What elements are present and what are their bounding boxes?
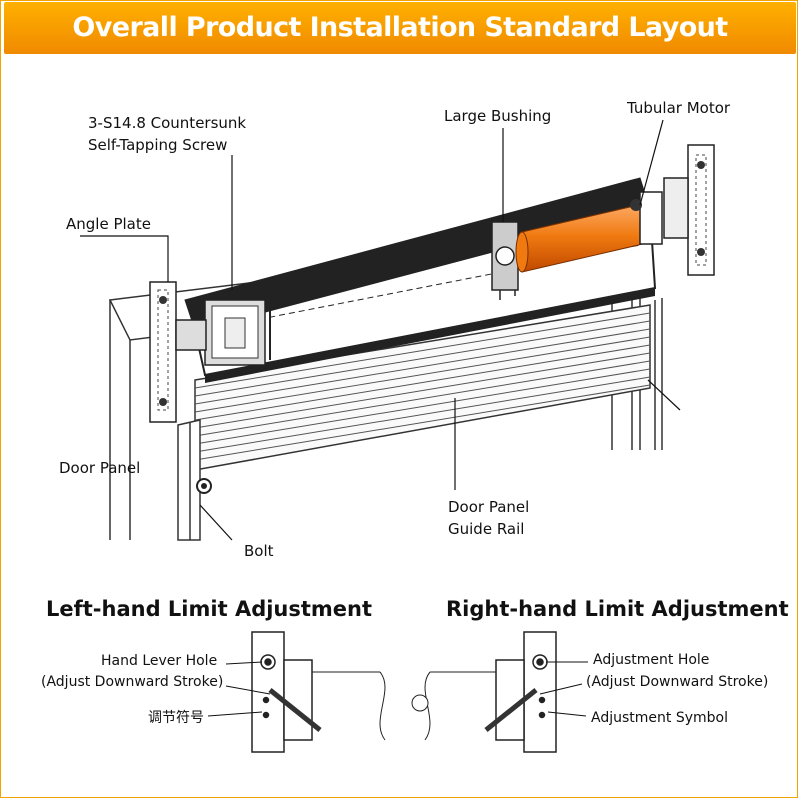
right-symbol-label: Adjustment Symbol [591, 710, 728, 726]
right-hole-line2: (Adjust Downward Stroke) [586, 674, 768, 690]
right-hole-line1: Adjustment Hole [593, 652, 709, 668]
guide-rail-right [654, 298, 663, 450]
left-limit-drawing [251, 631, 386, 753]
bolt [196, 478, 212, 494]
left-hole-line2: (Adjust Downward Stroke) [41, 674, 223, 690]
angle-plate-right [663, 144, 715, 276]
leader-lines [80, 119, 681, 541]
door-panel [194, 304, 651, 471]
label-large-bushing: Large Bushing [444, 107, 551, 125]
left-limit-heading: Left-hand Limit Adjustment [46, 597, 372, 621]
label-screw-line2: Self-Tapping Screw [88, 136, 227, 154]
tubular-motor [515, 191, 683, 273]
right-limit-leaders [539, 661, 588, 717]
label-bolt: Bolt [244, 542, 274, 560]
label-guide-rail-line1: Door Panel [448, 498, 529, 516]
left-symbol-label: 调节符号 [148, 710, 204, 726]
label-guide-rail-line2: Guide Rail [448, 520, 524, 538]
left-limit-leaders [207, 661, 271, 717]
label-tubular-motor: Tubular Motor [626, 99, 731, 117]
right-limit-drawing [411, 631, 557, 753]
label-screw-line1: 3-S14.8 Countersunk [88, 114, 246, 132]
page-title: Overall Product Installation Standard La… [72, 12, 728, 43]
right-limit-heading: Right-hand Limit Adjustment [446, 597, 789, 621]
guide-rail-left [177, 419, 201, 541]
left-hole-line1: Hand Lever Hole [101, 653, 217, 669]
large-bushing [491, 221, 519, 291]
left-end-plug [204, 299, 266, 366]
label-angle-plate: Angle Plate [66, 215, 151, 233]
title-bar: Overall Product Installation Standard La… [4, 2, 796, 54]
angle-plate-left [149, 281, 207, 423]
label-door-panel: Door Panel [59, 459, 140, 477]
